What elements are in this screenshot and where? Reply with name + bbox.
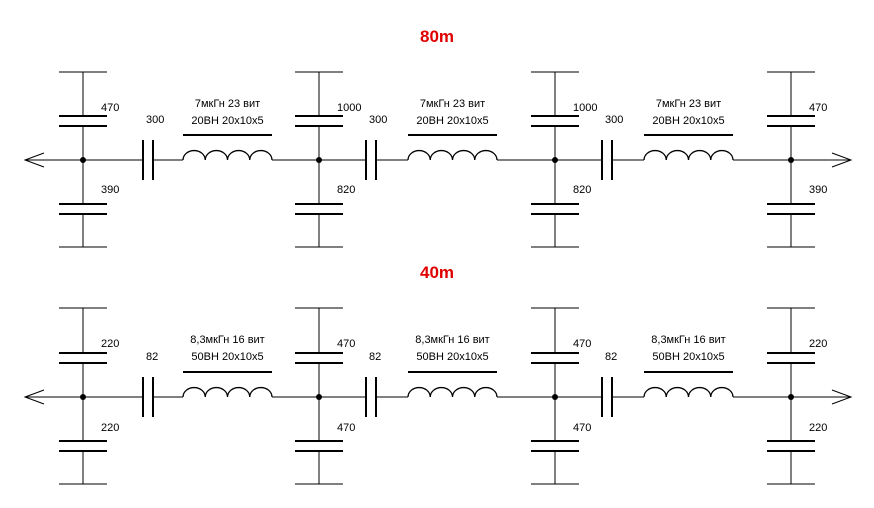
- inductor-core: 20ВН 20x10x5: [191, 115, 263, 127]
- shunt-capacitor-top-value: 470: [573, 338, 591, 350]
- inductor-coil: [407, 386, 498, 398]
- junction-dot: [80, 394, 86, 400]
- inductor-value: 8,3мкГн 16 вит: [190, 334, 264, 346]
- series-capacitor-value: 300: [605, 114, 623, 126]
- junction-dot: [552, 157, 558, 163]
- shunt-capacitor-top-value: 1000: [573, 102, 597, 114]
- left-arrow-icon: [23, 389, 45, 405]
- filter-40m: 40m 82 8,3мкГн 16 вит 50ВН 20x10x5 82 8,3мкГн…: [23, 263, 853, 485]
- shunt-capacitor-top-value: 470: [337, 338, 355, 350]
- inductor-value: 7мкГн 23 вит: [420, 98, 485, 110]
- band-title: 80m: [420, 27, 454, 46]
- inductor-coil: [182, 386, 273, 398]
- inductor-coil: [407, 149, 498, 161]
- inductor-core: 50ВН 20x10x5: [191, 351, 263, 363]
- shunt-capacitor-bottom-value: 220: [809, 422, 827, 434]
- inductor-core: 50ВН 20x10x5: [416, 351, 488, 363]
- shunt-capacitor-bottom-value: 390: [101, 184, 119, 196]
- left-arrow-icon: [23, 152, 45, 168]
- filter-80m: 80m 300 7мкГн 23 вит 20ВН 20x10x5 300 7мкГн 2…: [23, 27, 853, 248]
- junction-dot: [80, 157, 86, 163]
- shunt-capacitor-bottom-value: 820: [573, 184, 591, 196]
- junction-dot: [316, 157, 322, 163]
- shunt-capacitor-top-value: 470: [809, 102, 827, 114]
- shunt-capacitor-top-value: 470: [101, 102, 119, 114]
- inductor-coil: [643, 149, 734, 161]
- junction-dot: [788, 157, 794, 163]
- series-capacitor-value: 82: [146, 351, 158, 363]
- right-arrow-icon: [831, 389, 853, 405]
- inductor-coil: [643, 386, 734, 398]
- inductor-value: 7мкГн 23 вит: [195, 98, 260, 110]
- inductor-core: 20ВН 20x10x5: [652, 115, 724, 127]
- inductor-value: 8,3мкГн 16 вит: [651, 334, 725, 346]
- shunt-capacitor-top-value: 220: [101, 338, 119, 350]
- series-capacitor-value: 82: [369, 351, 381, 363]
- shunt-capacitor-bottom-value: 820: [337, 184, 355, 196]
- series-capacitor-value: 300: [369, 114, 387, 126]
- shunt-capacitor-bottom-value: 390: [809, 184, 827, 196]
- inductor-value: 7мкГн 23 вит: [656, 98, 721, 110]
- junction-dot: [316, 394, 322, 400]
- series-capacitor-value: 300: [146, 114, 164, 126]
- inductor-core: 50ВН 20x10x5: [652, 351, 724, 363]
- shunt-capacitor-bottom-value: 470: [573, 422, 591, 434]
- inductor-core: 20ВН 20x10x5: [416, 115, 488, 127]
- series-capacitor-value: 82: [605, 351, 617, 363]
- junction-dot: [788, 394, 794, 400]
- shunt-capacitor-bottom-value: 470: [337, 422, 355, 434]
- right-arrow-icon: [831, 152, 853, 168]
- inductor-coil: [182, 149, 273, 161]
- shunt-capacitor-top-value: 1000: [337, 102, 361, 114]
- shunt-capacitor-bottom-value: 220: [101, 422, 119, 434]
- shunt-capacitor-top-value: 220: [809, 338, 827, 350]
- junction-dot: [552, 394, 558, 400]
- inductor-value: 8,3мкГн 16 вит: [415, 334, 489, 346]
- band-title: 40m: [420, 263, 454, 282]
